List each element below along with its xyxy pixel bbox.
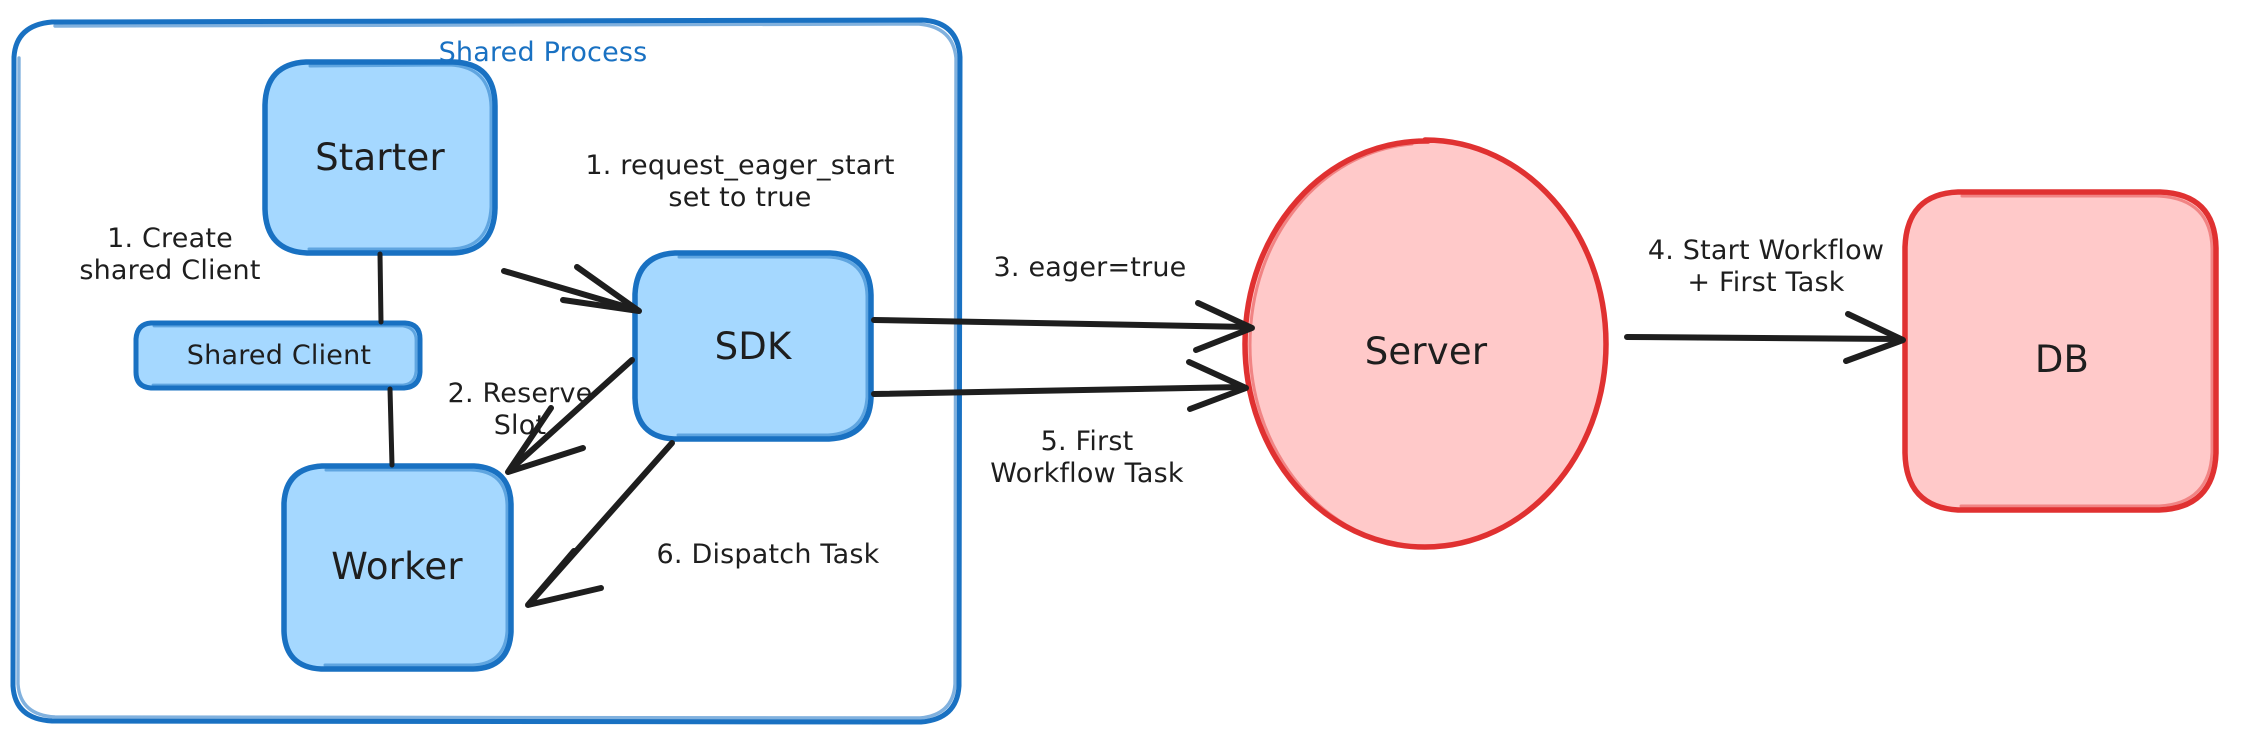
node-db-shape <box>1902 189 2219 513</box>
edge-label-request-eager-start: 1. request_eager_start set to true <box>585 150 895 213</box>
arrow-sdk-to-worker-dispatch-task <box>525 440 675 608</box>
node-label-sdk: SDK <box>714 325 792 369</box>
node-label-db: DB <box>2034 338 2090 382</box>
arrow-sdk-to-server-eager <box>871 300 1255 353</box>
node-label-worker: Worker <box>331 545 463 589</box>
connector-starter-shared-client <box>377 251 384 325</box>
arrow-sdk-to-worker-reserve-slot <box>505 357 635 475</box>
edge-label-first-workflow-task: 5. First Workflow Task <box>990 426 1184 489</box>
edge-label-eager-true: 3. eager=true <box>993 252 1187 284</box>
node-starter-shape <box>262 59 498 256</box>
node-label-server: Server <box>1364 330 1488 374</box>
edge-label-start-workflow-first-task: 4. Start Workflow + First Task <box>1647 235 1885 298</box>
node-shared-client-shape <box>133 320 423 391</box>
edge-label-dispatch-task: 6. Dispatch Task <box>656 539 880 571</box>
connector-shared-client-worker <box>387 386 395 468</box>
node-label-shared-client: Shared Client <box>186 340 372 372</box>
node-worker-shape <box>281 463 514 672</box>
edge-label-create-shared-client: 1. Create shared Client <box>79 223 261 286</box>
arrow-server-to-db <box>1624 311 1906 364</box>
group-label-shared-process: Shared Process <box>438 37 648 69</box>
node-server-shape <box>1242 137 1609 550</box>
node-label-starter: Starter <box>315 136 445 180</box>
shared-process-container <box>10 17 963 725</box>
arrow-sdk-to-server-first-task <box>871 359 1249 412</box>
arrow-starter-to-sdk <box>501 264 642 314</box>
node-sdk-shape <box>632 250 874 442</box>
edge-label-reserve-slot: 2. Reserve Slot <box>447 378 593 441</box>
